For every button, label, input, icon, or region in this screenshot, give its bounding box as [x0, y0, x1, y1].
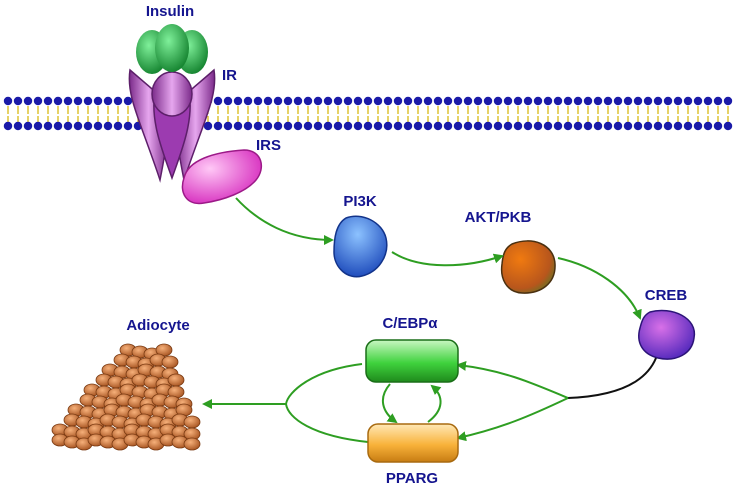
creb-label: CREB	[645, 287, 688, 304]
pi3k-protein-icon	[333, 215, 388, 278]
creb-protein-icon	[638, 309, 696, 360]
insulin-molecule-icon	[136, 24, 208, 74]
arrow-pi3k-to-akt	[391, 251, 504, 267]
arrow-pparg-to-cebpa	[427, 384, 442, 423]
fat-cell	[183, 415, 201, 429]
akt-protein-icon	[500, 240, 556, 294]
insulin-label: Insulin	[146, 3, 194, 20]
pparg-capsule-icon	[367, 423, 459, 463]
arrow-creb-to-cebpa	[456, 360, 569, 399]
creb-output-line	[567, 357, 657, 399]
adipocyte-cluster-icon	[51, 343, 201, 451]
ir-label: IR	[222, 67, 237, 84]
arrow-cebpa-to-pparg	[381, 383, 398, 424]
fat-cell	[183, 437, 201, 451]
arrow-to-adipocyte	[284, 363, 369, 443]
pparg-label: PPARG	[386, 470, 438, 487]
cell-membrane	[3, 96, 733, 131]
cebpa-label: C/EBPα	[382, 315, 438, 332]
fat-cell	[161, 355, 179, 369]
pi3k-label: PI3K	[343, 193, 377, 210]
arrow-creb-to-pparg	[456, 397, 569, 442]
insulin-receptor-icon	[128, 68, 216, 183]
arrow-akt-to-creb	[557, 257, 642, 320]
adipocyte-label: Adiocyte	[126, 317, 189, 334]
akt-label: AKT/PKB	[465, 209, 532, 226]
arrow-irs-to-pi3k	[235, 197, 334, 245]
irs-protein-icon	[181, 149, 263, 205]
irs-label: IRS	[256, 137, 281, 154]
cebpa-capsule-icon	[365, 339, 459, 383]
fat-cell	[167, 373, 185, 387]
